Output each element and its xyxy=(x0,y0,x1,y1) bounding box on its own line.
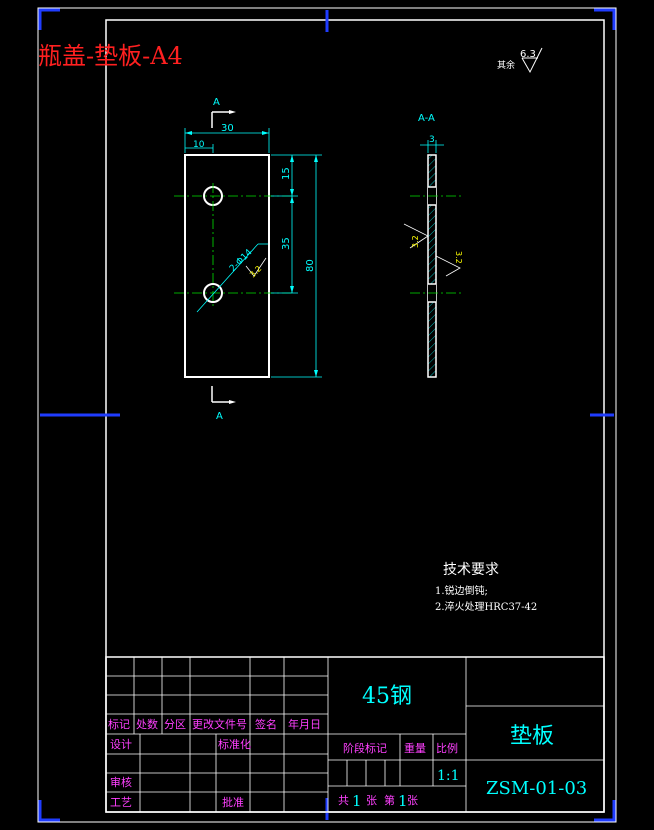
label-scale: 比例 xyxy=(436,741,458,755)
surface-finish-symbol xyxy=(521,47,543,74)
rev-header-count: 处数 xyxy=(136,718,158,731)
front-view: 30 10 15 35 80 2-Φ14 3.2 A A xyxy=(174,97,322,422)
rev-header-mark: 标记 xyxy=(108,717,130,731)
front-roughness-symbol xyxy=(245,257,267,277)
front-centerlines xyxy=(174,183,292,306)
tech-heading: 技术要求 xyxy=(443,562,499,578)
dim-thickness: 3 xyxy=(429,135,435,145)
label-standardize: 标准化 xyxy=(218,737,251,751)
section-roughness-left: 3.2 xyxy=(411,235,420,248)
label-stage-mark: 阶段标记 xyxy=(343,741,387,755)
sheet-no-prefix: 第 xyxy=(384,793,395,807)
rev-header-doc: 更改文件号 xyxy=(192,717,247,731)
hole-bottom xyxy=(203,283,223,303)
sheets-word: 张 xyxy=(366,794,377,807)
drawing-number: ZSM-01-03 xyxy=(486,778,587,799)
label-design: 设计 xyxy=(110,738,132,751)
section-cut-marks xyxy=(211,111,232,403)
sheets-total: 1 xyxy=(352,792,362,810)
front-roughness-value: 3.2 xyxy=(248,264,263,279)
section-roughness-left-symbol xyxy=(403,223,429,249)
rev-header-sign: 签名 xyxy=(255,717,277,731)
section-view: A-A 3 3.2 3.2 xyxy=(403,113,464,378)
section-hole-lines xyxy=(428,186,436,303)
outer-border xyxy=(37,7,617,823)
section-centerlines xyxy=(410,195,464,294)
dim-hole-offset-x: 10 xyxy=(193,140,205,150)
sheet-word2: 张 xyxy=(407,794,418,807)
rev-header-date: 年月日 xyxy=(288,717,321,731)
tech-item-2: 2.淬火处理HRC37-42 xyxy=(435,600,537,613)
section-label: A-A xyxy=(418,113,435,124)
label-review: 审核 xyxy=(110,775,132,789)
dim-hole-spacing: 35 xyxy=(281,237,292,250)
label-process: 工艺 xyxy=(110,796,132,809)
label-weight: 重量 xyxy=(404,741,426,755)
section-mark-bottom: A xyxy=(216,411,223,422)
tech-requirements: 技术要求 1.锐边倒钝; 2.淬火处理HRC37-42 xyxy=(435,562,537,613)
part-name: 垫板 xyxy=(510,724,554,749)
front-arrowheads xyxy=(185,131,318,377)
tech-item-1: 1.锐边倒钝; xyxy=(435,584,488,597)
label-approve: 批准 xyxy=(222,795,244,809)
surface-finish-note: 其余 6.3 xyxy=(497,47,543,74)
dim-width: 30 xyxy=(221,123,234,134)
plate-outline xyxy=(184,154,270,378)
sheets-total-prefix: 共 xyxy=(338,794,349,807)
material: 45钢 xyxy=(362,684,412,709)
sheet-info: 共 1 张 第 1 张 xyxy=(338,792,418,810)
frame-marks xyxy=(38,8,616,822)
scale-value: 1:1 xyxy=(437,768,460,784)
section-roughness-right: 3.2 xyxy=(454,251,463,264)
title-block: 标记 处数 分区 更改文件号 签名 年月日 设计 标准化 审核 工艺 批准 阶段… xyxy=(105,656,605,813)
title-block-grid xyxy=(106,657,604,812)
rev-header-zone: 分区 xyxy=(164,718,186,731)
sheet-no: 1 xyxy=(398,792,408,810)
drawing-title: 瓶盖-垫板-A4 xyxy=(38,42,183,70)
dim-height: 80 xyxy=(305,259,316,272)
inner-border xyxy=(105,19,605,813)
section-thickness-dim xyxy=(420,140,444,153)
front-dimension-lines xyxy=(184,128,322,378)
section-mark-top: A xyxy=(213,97,220,108)
dim-top-to-hole: 15 xyxy=(281,167,292,180)
section-arrowheads xyxy=(229,110,236,404)
surface-finish-value: 6.3 xyxy=(520,49,536,60)
surface-finish-label: 其余 xyxy=(497,59,515,71)
section-roughness-right-symbol xyxy=(435,255,461,277)
section-body xyxy=(427,154,437,378)
